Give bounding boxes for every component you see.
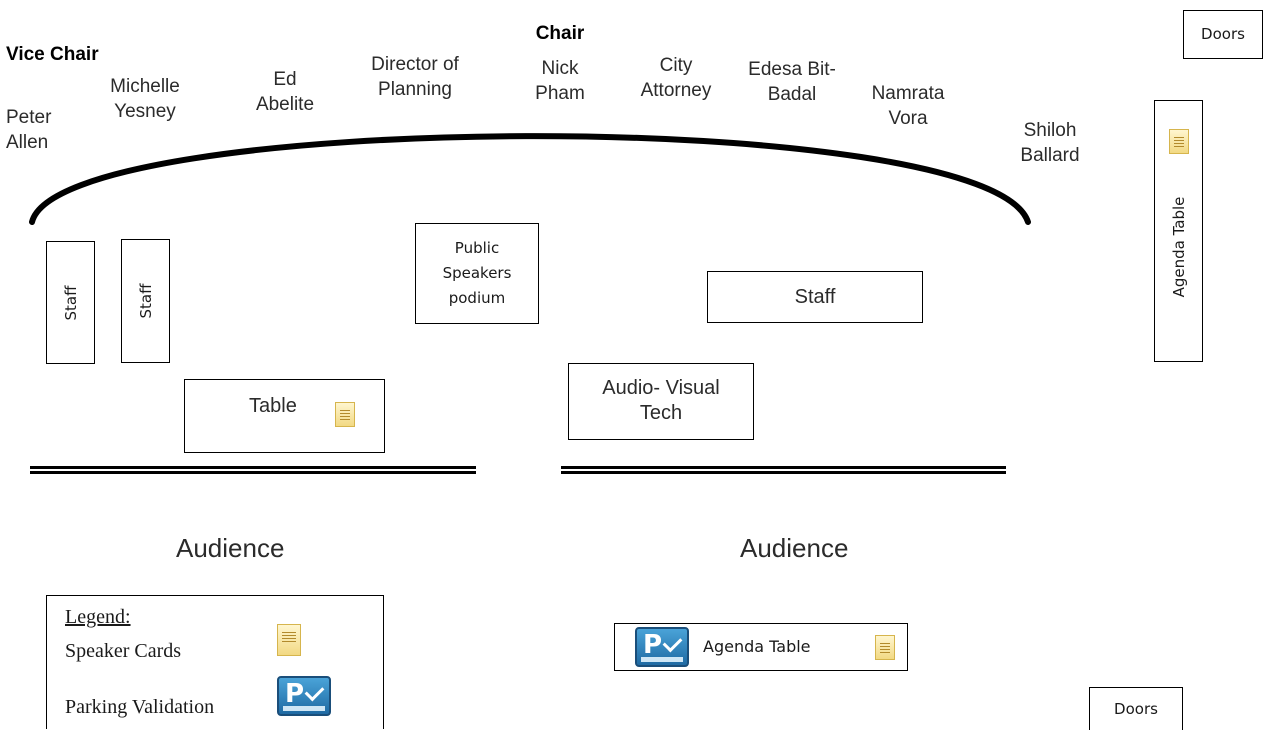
legend-speaker-cards: Speaker Cards	[65, 640, 182, 662]
director-of-planning: Director of Planning	[371, 54, 459, 100]
table-label: Table	[249, 395, 297, 417]
doors-bottom-label: Doors	[1114, 700, 1158, 718]
parking-validation-icon: P	[277, 676, 331, 716]
staff-desk-left-1: Staff	[46, 241, 95, 364]
agenda-table-side: Agenda Table	[1154, 100, 1203, 362]
vice-chair-role: Vice Chair	[6, 44, 99, 65]
legend-title: Legend:	[65, 606, 131, 628]
doors-top-label: Doors	[1201, 25, 1245, 43]
member-edesa-bit-badal: Edesa Bit-Badal	[748, 59, 836, 105]
legend: Legend: Speaker Cards Parking Validation…	[46, 595, 384, 729]
member-ed-abelite: Ed Abelite	[255, 69, 315, 115]
public-speakers-podium: Public Speakers podium	[415, 223, 539, 324]
doors-top: Doors	[1183, 10, 1263, 59]
chair-nick-pham: Nick Pham	[535, 58, 585, 104]
agenda-table-bottom: P Agenda Table	[614, 623, 908, 671]
audience-rail-left	[30, 466, 476, 474]
city-attorney: City Attorney	[640, 55, 712, 101]
podium-label: Public Speakers podium	[442, 239, 512, 307]
staff-left-1-label: Staff	[61, 285, 80, 320]
audio-visual-tech: Audio- Visual Tech	[568, 363, 754, 440]
agenda-table-bottom-label: Agenda Table	[703, 637, 811, 656]
chair-role: Chair	[535, 23, 585, 44]
member-namrata-vora: Namrata Vora	[871, 83, 945, 129]
table: Table	[184, 379, 385, 453]
doors-bottom: Doors	[1089, 687, 1183, 730]
member-peter-allen: Peter Allen	[6, 107, 52, 153]
av-tech-label: Audio- Visual Tech	[602, 377, 720, 424]
staff-desk-left-2: Staff	[121, 239, 170, 363]
speaker-card-icon	[335, 402, 355, 427]
legend-parking-validation: Parking Validation	[65, 696, 215, 718]
staff-desk-right: Staff	[707, 271, 923, 323]
audience-left: Audience	[176, 533, 285, 563]
speaker-card-icon	[277, 624, 301, 656]
parking-validation-icon: P	[635, 627, 689, 667]
staff-right-label: Staff	[794, 286, 836, 308]
speaker-card-icon	[875, 635, 895, 660]
audience-rail-right	[561, 466, 1006, 474]
audience-right: Audience	[740, 533, 849, 563]
member-shiloh-ballard: Shiloh Ballard	[1020, 120, 1080, 166]
member-michelle-yesney: Michelle Yesney	[110, 76, 180, 122]
staff-left-2-label: Staff	[136, 283, 155, 319]
speaker-card-icon	[1169, 129, 1189, 154]
agenda-table-side-label: Agenda Table	[1169, 196, 1188, 297]
